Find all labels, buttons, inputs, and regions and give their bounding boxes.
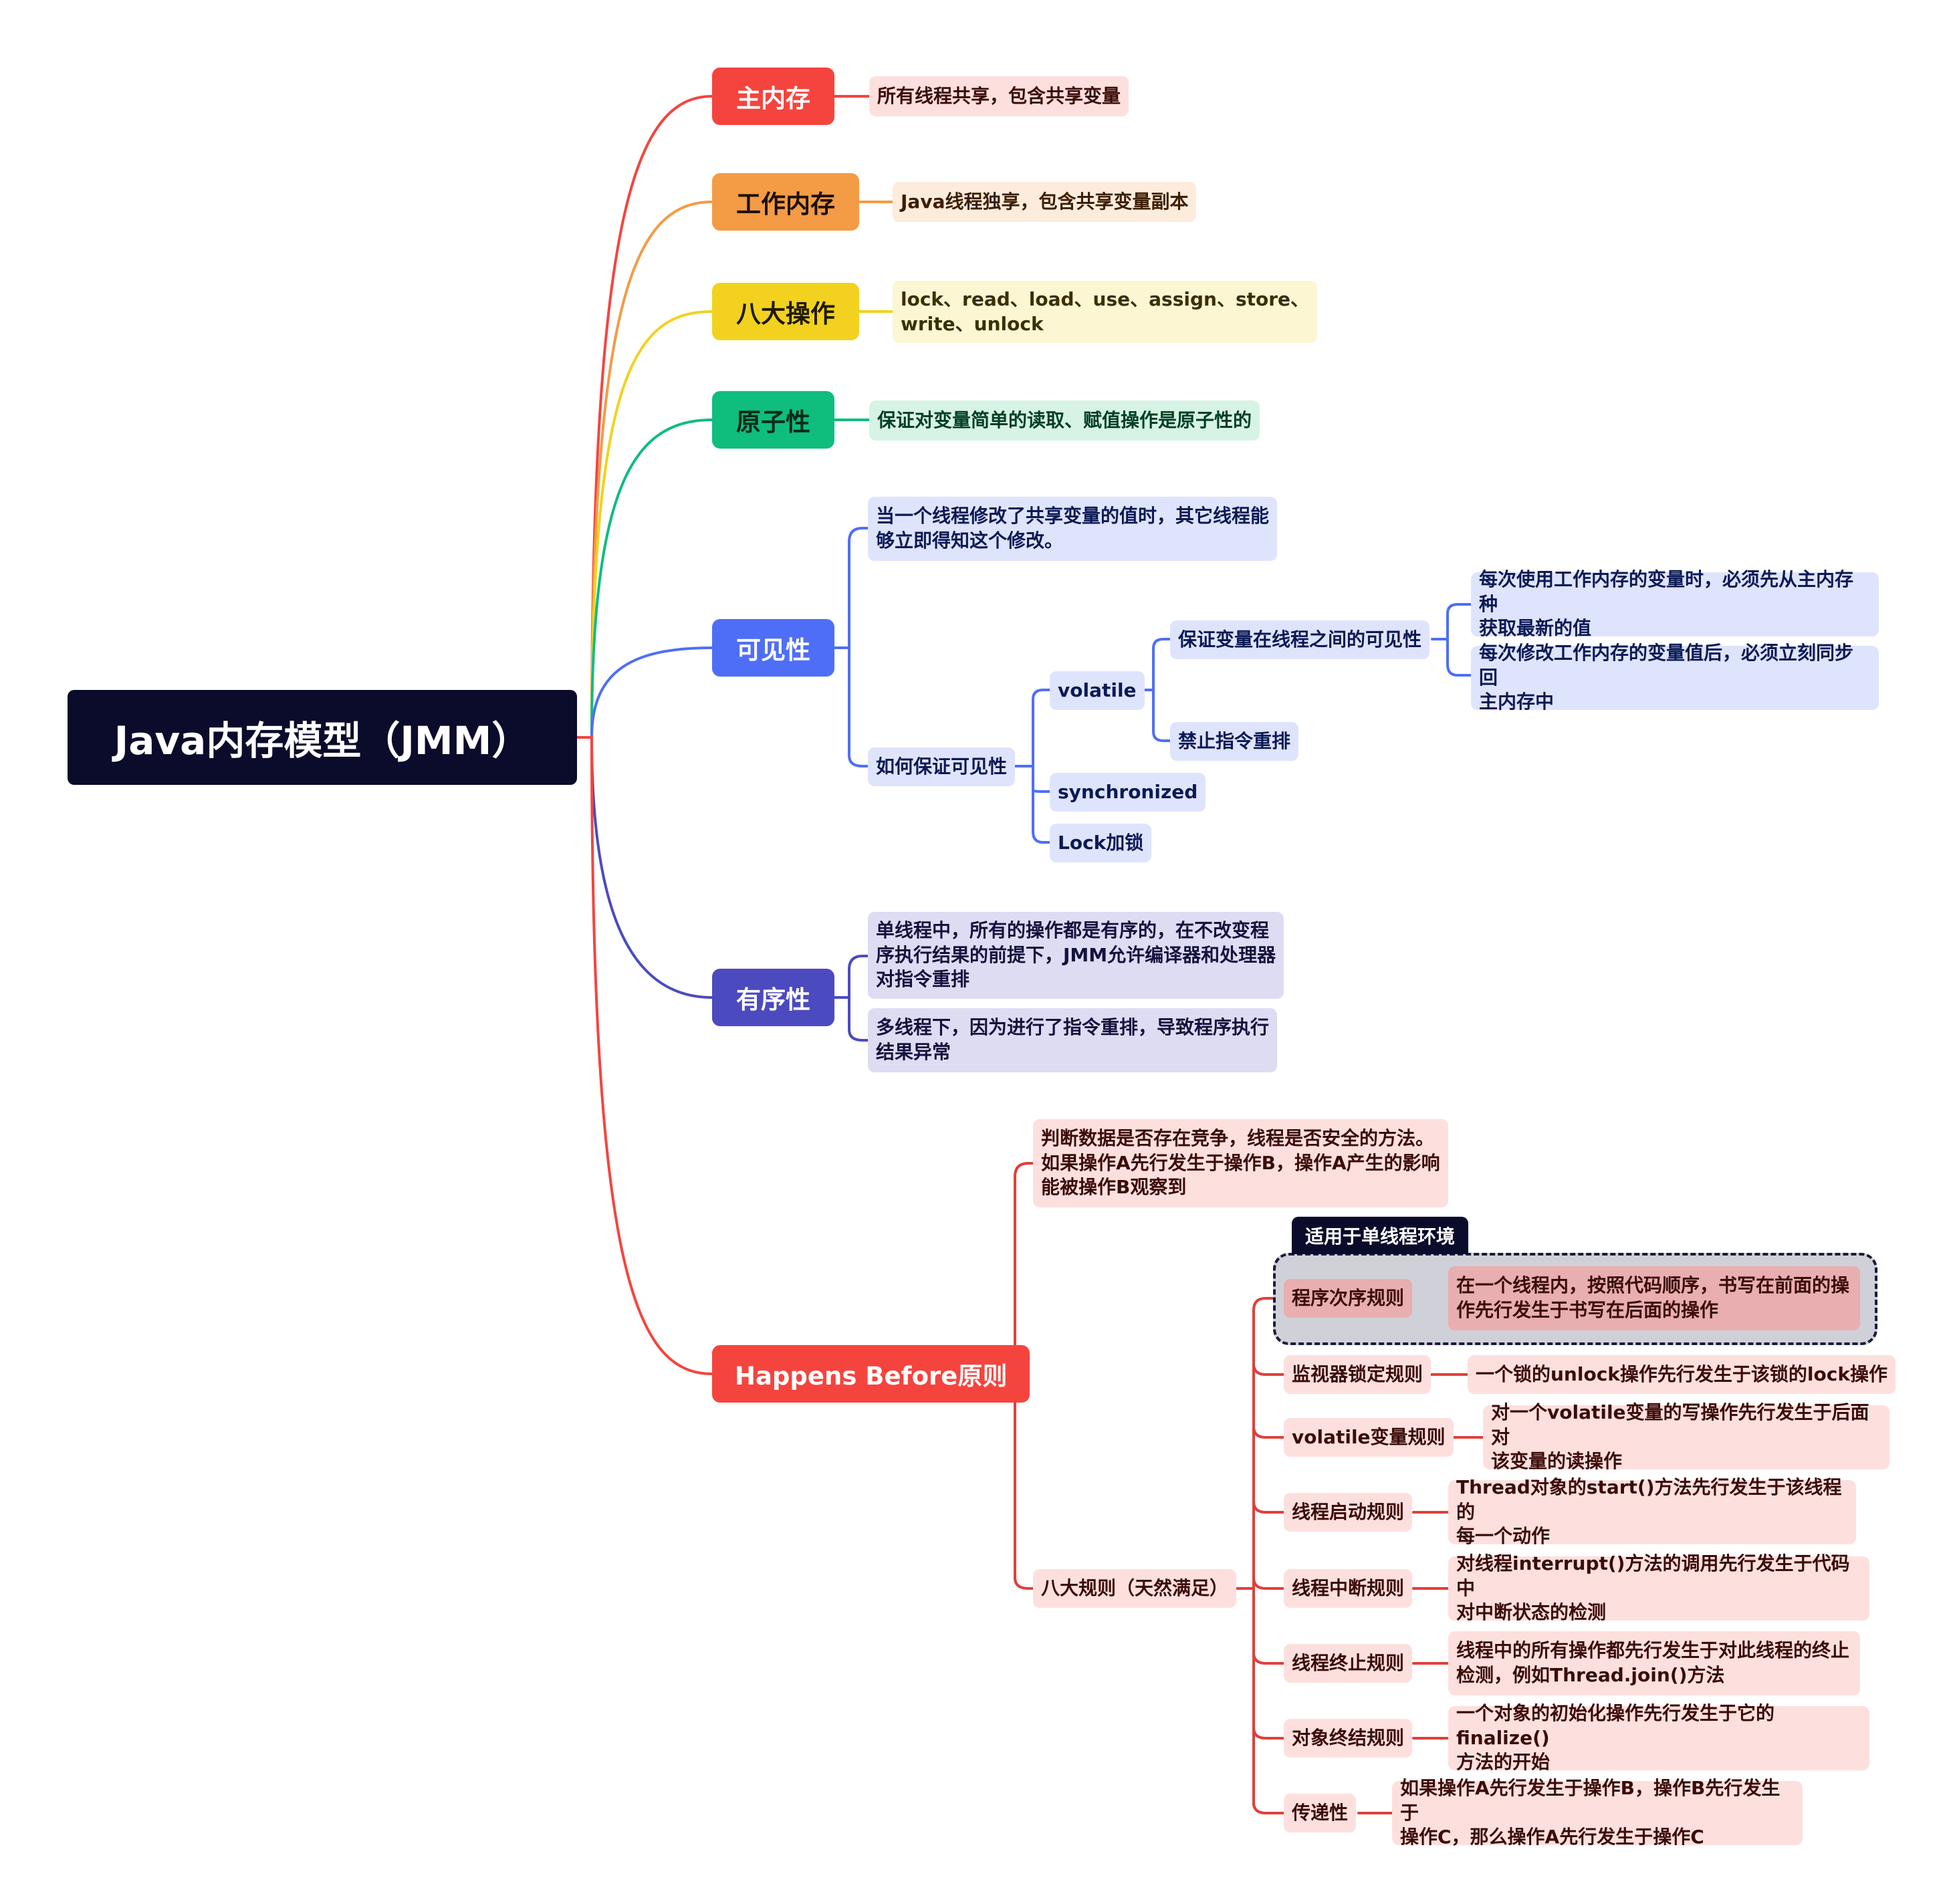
happens-before-rules[interactable]: 八大规则（天然满足） xyxy=(1033,1569,1237,1608)
root-node[interactable]: Java内存模型（JMM） xyxy=(68,690,577,785)
work-memory-desc[interactable]: Java线程独享，包含共享变量副本 xyxy=(893,182,1197,222)
visibility-definition[interactable]: 当一个线程修改了共享变量的值时，其它线程能够立即得知这个修改。 xyxy=(868,497,1278,561)
rule-thread-start-desc[interactable]: Thread对象的start()方法先行发生于该线程的每一个动作 xyxy=(1448,1476,1856,1547)
link-order xyxy=(576,736,713,999)
happens-before-node[interactable]: Happens Before原则 xyxy=(712,1345,1030,1403)
rule-transitivity-desc[interactable]: 如果操作A先行发生于操作B，操作B先行发生于操作C，那么操作A先行发生于操作C xyxy=(1392,1777,1803,1848)
visibility-node[interactable]: 可见性 xyxy=(712,619,834,677)
visibility-rule-read[interactable]: 每次使用工作内存的变量时，必须先从主内存种获取最新的值 xyxy=(1471,568,1879,639)
atomicity-label: 原子性 xyxy=(736,408,810,437)
visibility-how[interactable]: 如何保证可见性 xyxy=(868,747,1016,786)
rule-thread-termination-desc[interactable]: 线程中的所有操作都先行发生于对此线程的终止检测，例如Thread.join()方… xyxy=(1448,1631,1860,1695)
rule-thread-termination[interactable]: 线程终止规则 xyxy=(1284,1644,1413,1683)
ordering-single-thread[interactable]: 单线程中，所有的操作都是有序的，在不改变程序执行结果的前提下，JMM允许编译器和… xyxy=(868,912,1284,999)
visibility-guarantee[interactable]: 保证变量在线程之间的可见性 xyxy=(1170,620,1430,659)
link-atomic xyxy=(576,419,713,739)
single-thread-tag: 适用于单线程环境 xyxy=(1292,1217,1468,1254)
work-memory-node[interactable]: 工作内存 xyxy=(712,173,859,231)
atomicity-node[interactable]: 原子性 xyxy=(712,391,834,449)
happens-before-desc[interactable]: 判断数据是否存在竞争，线程是否安全的方法。如果操作A先行发生于操作B，操作A产生… xyxy=(1033,1119,1448,1207)
visibility-volatile[interactable]: volatile xyxy=(1050,671,1145,710)
root-title: Java内存模型（JMM） xyxy=(114,718,531,763)
rule-monitor-lock-desc[interactable]: 一个锁的unlock操作先行发生于该锁的lock操作 xyxy=(1468,1355,1896,1394)
visibility-rule-write[interactable]: 每次修改工作内存的变量值后，必须立刻同步回主内存中 xyxy=(1471,642,1879,713)
visibility-label: 可见性 xyxy=(736,636,810,665)
atomicity-desc[interactable]: 保证对变量简单的读取、赋值操作是原子性的 xyxy=(869,400,1260,441)
eight-operations-node[interactable]: 八大操作 xyxy=(712,283,859,340)
rule-program-order[interactable]: 程序次序规则 xyxy=(1284,1279,1413,1318)
rule-transitivity[interactable]: 传递性 xyxy=(1284,1794,1357,1832)
rule-thread-start[interactable]: 线程启动规则 xyxy=(1284,1493,1413,1532)
rule-finalizer-desc[interactable]: 一个对象的初始化操作先行发生于它的finalize()方法的开始 xyxy=(1448,1702,1869,1773)
rule-program-order-desc[interactable]: 在一个线程内，按照代码顺序，书写在前面的操作先行发生于书写在后面的操作 xyxy=(1448,1266,1860,1330)
ordering-multi-thread[interactable]: 多线程下，因为进行了指令重排，导致程序执行结果异常 xyxy=(868,1008,1278,1072)
link-memory xyxy=(576,95,713,739)
eight-operations-desc[interactable]: lock、read、load、use、assign、store、write、un… xyxy=(893,281,1318,343)
ordering-label: 有序性 xyxy=(736,985,810,1014)
visibility-synchronized[interactable]: synchronized xyxy=(1050,773,1206,812)
main-memory-label: 主内存 xyxy=(736,84,810,113)
link-visibility xyxy=(576,646,713,739)
eight-operations-label: 八大操作 xyxy=(736,300,835,328)
visibility-lock[interactable]: Lock加锁 xyxy=(1050,824,1152,862)
link-ops xyxy=(576,310,713,739)
visibility-no-reorder[interactable]: 禁止指令重排 xyxy=(1170,722,1299,761)
rule-volatile-desc[interactable]: 对一个volatile变量的写操作先行发生于后面对该变量的读操作 xyxy=(1483,1401,1889,1472)
rule-finalizer[interactable]: 对象终结规则 xyxy=(1284,1719,1413,1758)
rule-thread-interrupt-desc[interactable]: 对线程interrupt()方法的调用先行发生于代码中对中断状态的检测 xyxy=(1448,1552,1869,1623)
main-memory-node[interactable]: 主内存 xyxy=(712,68,834,125)
work-memory-label: 工作内存 xyxy=(736,190,835,219)
rule-volatile[interactable]: volatile变量规则 xyxy=(1284,1418,1454,1457)
happens-before-label: Happens Before原则 xyxy=(735,1362,1008,1391)
link-hb xyxy=(576,736,713,1375)
ordering-node[interactable]: 有序性 xyxy=(712,969,834,1026)
main-memory-desc[interactable]: 所有线程共享，包含共享变量 xyxy=(869,76,1129,116)
rule-thread-interrupt[interactable]: 线程中断规则 xyxy=(1284,1569,1413,1608)
rule-monitor-lock[interactable]: 监视器锁定规则 xyxy=(1284,1355,1431,1394)
